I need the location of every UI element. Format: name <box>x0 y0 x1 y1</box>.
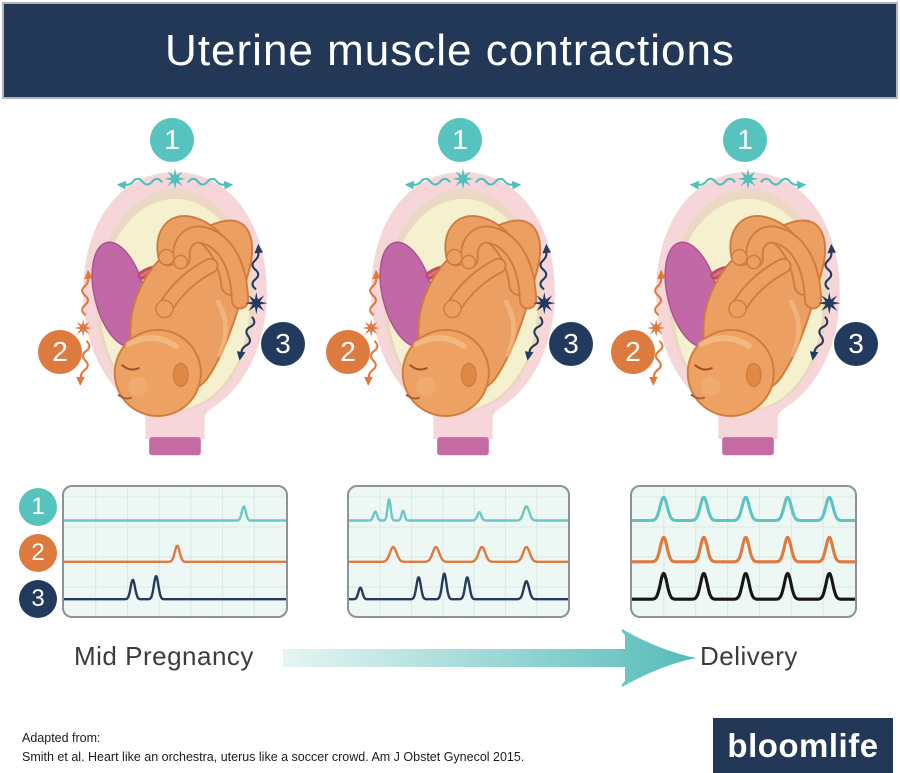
chart-late-pregnancy <box>347 485 570 618</box>
marker-badge-1: 1 <box>438 118 482 162</box>
marker-badge-3: 3 <box>834 322 878 366</box>
uterus-illustration <box>638 157 858 457</box>
trace-badge-3: 3 <box>19 580 57 618</box>
bloomlife-logo: bloomlife <box>713 718 893 773</box>
arrow-shape <box>283 629 697 687</box>
timeline-start-label: Mid Pregnancy <box>74 641 254 671</box>
marker-badge-1: 1 <box>723 118 767 162</box>
chart-mid-pregnancy <box>62 485 288 618</box>
trace-badge-1: 1 <box>19 488 57 526</box>
marker-badge-3: 3 <box>549 322 593 366</box>
marker-badge-2: 2 <box>326 330 370 374</box>
chart-delivery <box>630 485 857 618</box>
page-title: Uterine muscle contractions <box>165 25 735 75</box>
timeline-end-label: Delivery <box>700 641 798 671</box>
uterus-figure-late-pregnancy: 1 2 3 <box>326 118 618 473</box>
attribution-line2: Smith et al. Heart like an orchestra, ut… <box>22 749 525 764</box>
header: Uterine muscle contractions <box>2 2 898 99</box>
bloomlife-logo-text: bloomlife <box>727 726 879 764</box>
marker-badge-1: 1 <box>150 118 194 162</box>
marker-badge-2: 2 <box>38 330 82 374</box>
uterus-illustration <box>353 157 573 457</box>
uterus-illustration <box>65 157 285 457</box>
timeline-arrow <box>283 629 697 687</box>
attribution-line1: Adapted from: <box>22 731 101 745</box>
marker-badge-3: 3 <box>261 322 305 366</box>
trace-badge-2: 2 <box>19 534 57 572</box>
marker-badge-2: 2 <box>611 330 655 374</box>
uterus-figure-mid-pregnancy: 1 2 3 <box>38 118 330 473</box>
attribution: Adapted from: Smith et al. Heart like an… <box>22 729 524 767</box>
uterus-figure-delivery: 1 2 3 <box>611 118 900 473</box>
